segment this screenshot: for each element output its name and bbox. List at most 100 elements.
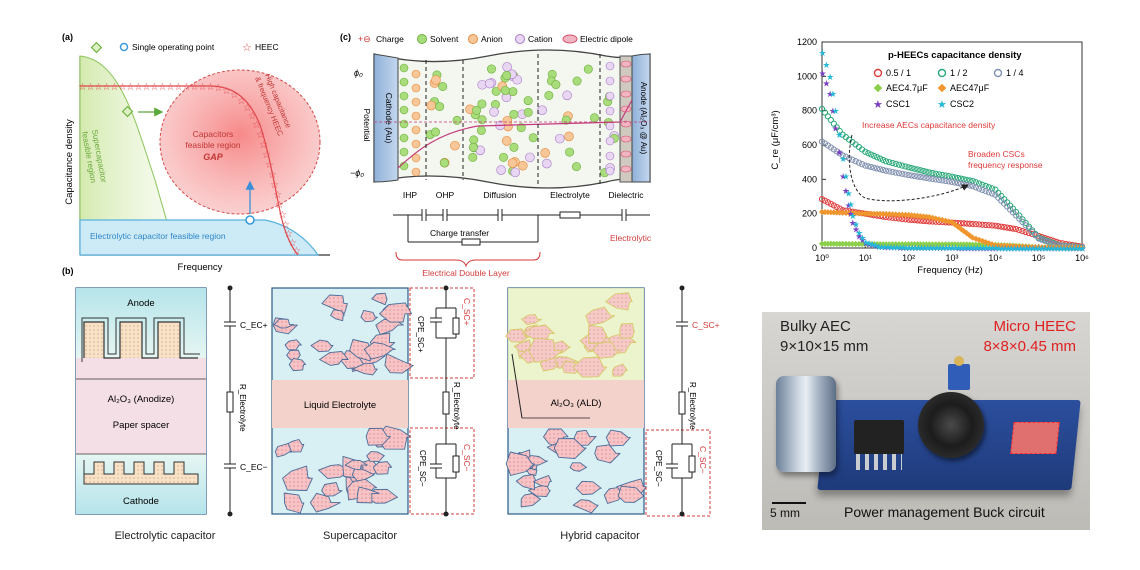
chart-point: ★: [902, 243, 910, 253]
electrolyte-cation: [605, 121, 615, 131]
chart-point: ★: [905, 243, 913, 253]
chart-point: ★: [930, 243, 938, 253]
chart-point: ★: [858, 235, 866, 245]
chart-point: [1025, 225, 1033, 232]
electrolyte-cation: [605, 76, 615, 86]
chart-point: [865, 163, 872, 170]
chart-point: [830, 120, 837, 127]
potential-curve: [397, 99, 633, 169]
gap-label-3: GAP: [203, 152, 224, 162]
ihp-solvent: [399, 63, 409, 73]
chart-point: ★: [1048, 243, 1056, 253]
chart-point: [858, 240, 866, 248]
chart-point: ★: [1057, 243, 1065, 253]
legend-marker-csc1: ★: [873, 99, 883, 111]
chart-point: [948, 178, 956, 186]
chart-point: ★: [893, 243, 901, 253]
heec-star: ☆: [237, 96, 246, 107]
heec-star: ☆: [268, 170, 277, 181]
chart-point: ★: [842, 171, 850, 181]
chart-point: ★: [964, 243, 972, 253]
dielectric-dipole: [620, 90, 632, 98]
chart-point: [886, 168, 893, 175]
note-increase: Increase AECs capacitance density: [862, 120, 996, 130]
heec-star: ☆: [273, 190, 282, 201]
chart-point: ★: [967, 243, 975, 253]
chart-point: [824, 113, 832, 120]
layer-diffusion: Diffusion: [484, 190, 517, 200]
solvent-particle: [508, 87, 518, 97]
porous-blob: [572, 499, 599, 514]
chart-point: ★: [1023, 243, 1031, 253]
chart-point: ★: [865, 239, 873, 249]
heec-star: ☆: [230, 90, 239, 101]
heec-star: ☆: [190, 82, 199, 93]
solvent-particle: [472, 105, 482, 115]
chart-point: ★: [858, 233, 866, 243]
ihp-solvent: [399, 105, 409, 115]
chart-point: [985, 189, 992, 196]
heec-star: ☆: [259, 140, 268, 151]
chart-point: ★: [893, 243, 901, 253]
porous-blob: [521, 313, 542, 326]
heec-star: ☆: [102, 82, 111, 93]
photo-micro: Micro HEEC: [993, 318, 1076, 335]
chart-point: [839, 209, 846, 216]
chart-point: [998, 223, 1005, 230]
ec-oxide: Al₂O₃ (Anodize): [108, 394, 175, 405]
chart-point: ★: [939, 243, 947, 253]
chart-point: ★: [1066, 243, 1074, 253]
sc-c-bottom: C_SC−: [462, 444, 472, 472]
chart-point: ★: [921, 243, 929, 253]
solvent-icon: [417, 34, 427, 44]
chart-point: [929, 169, 936, 177]
chart-point: [886, 159, 893, 166]
panel-c-legend: +⊖ Charge Solvent Anion Cation Electric …: [358, 34, 633, 44]
chart-point: [957, 180, 964, 187]
chart-point: [972, 184, 980, 191]
porous-blob: [344, 459, 368, 471]
chart-point: ★: [896, 243, 904, 253]
chart-point: [929, 175, 936, 183]
chart-point: [889, 241, 896, 248]
electrolyte-cation: [605, 91, 615, 101]
cation-icon: [515, 34, 525, 44]
chart-point: ★: [852, 219, 860, 229]
chart-point: ★: [979, 243, 987, 253]
chart-point: ★: [979, 243, 987, 253]
heec-star: ☆: [278, 210, 287, 221]
chart-point: ★: [1075, 243, 1083, 253]
chart-point: [982, 221, 989, 229]
chart-point: ★: [992, 243, 1000, 253]
inductor: [918, 392, 984, 458]
sc-cpe-top: CPE_SC+: [416, 316, 425, 353]
dielectric-dipole: [620, 165, 632, 173]
chart-point: ★: [849, 218, 857, 228]
chart-point: ★: [949, 243, 957, 253]
solvent-particle: [571, 162, 581, 172]
chart-point: ★: [952, 243, 960, 253]
chart-point: ★: [852, 225, 860, 235]
electrolyte-cation: [605, 106, 615, 116]
chart-point: [852, 158, 859, 165]
star-icon: ☆: [242, 42, 252, 54]
chart-point: ★: [1063, 243, 1071, 253]
heec-star: ☆: [158, 82, 167, 93]
gap-region: [159, 69, 321, 215]
legend-charge: Charge: [376, 34, 404, 44]
layer-ihp: IHP: [403, 190, 418, 200]
chart-point: ★: [967, 243, 975, 253]
chart-point: [882, 167, 890, 174]
anode-label: Anode (Al₂O₃ @ Au): [639, 82, 648, 155]
chart-point: [839, 152, 846, 159]
x-tick-label: 10²: [902, 253, 915, 263]
chart-point: [1004, 224, 1011, 231]
cation-particle: [554, 133, 565, 144]
solvent-particle: [589, 113, 599, 123]
chart-point: ★: [1020, 243, 1028, 253]
chart-point: [979, 186, 986, 193]
chart-point: ★: [845, 189, 853, 199]
y-tick-label: 400: [802, 174, 817, 184]
circuit-photo: Bulky AEC 9×10×15 mm Micro HEEC 8×8×0.45…: [762, 312, 1090, 530]
solvent-particle: [528, 133, 538, 143]
